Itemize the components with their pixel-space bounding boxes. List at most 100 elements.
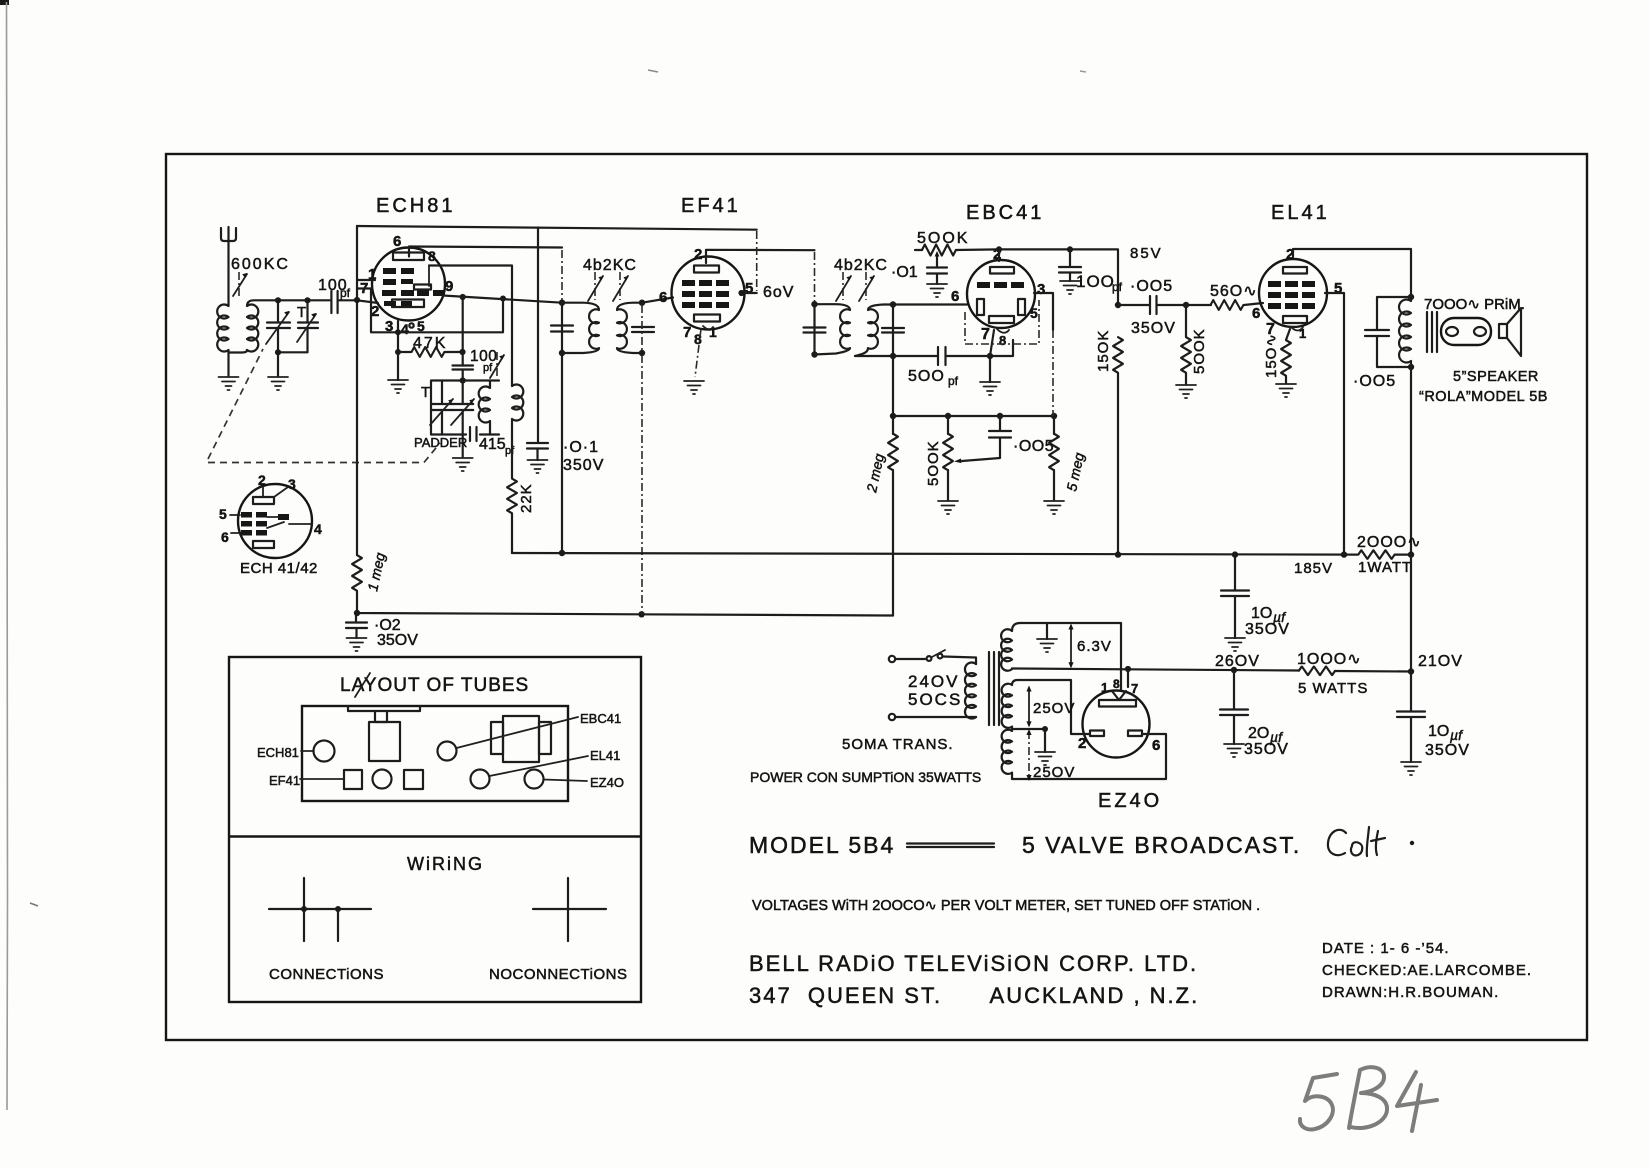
svg-text:ECH81: ECH81 <box>257 745 299 760</box>
svg-text:2: 2 <box>1078 735 1086 752</box>
svg-text:21OV: 21OV <box>1418 653 1463 670</box>
svg-text:6: 6 <box>393 233 401 250</box>
svg-text:185V: 185V <box>1294 560 1333 577</box>
svg-text:5: 5 <box>745 280 753 297</box>
svg-text:6: 6 <box>221 529 229 545</box>
svg-text:1O: 1O <box>1251 605 1272 622</box>
svg-text:5 VALVE BROADCAST.: 5 VALVE BROADCAST. <box>1022 832 1301 858</box>
svg-text:35OV: 35OV <box>1425 742 1470 759</box>
svg-text:1WATT: 1WATT <box>1358 559 1412 576</box>
svg-text:µf: µf <box>1273 609 1287 625</box>
svg-text:15OK: 15OK <box>1095 330 1112 372</box>
svg-text:pf: pf <box>1112 280 1123 294</box>
svg-text:4: 4 <box>314 521 322 537</box>
svg-text:5OOK: 5OOK <box>1191 328 1208 374</box>
svg-text:µf: µf <box>1270 729 1284 745</box>
svg-text:2: 2 <box>694 246 702 263</box>
svg-text:EZ4O: EZ4O <box>1098 790 1162 812</box>
svg-text:6: 6 <box>951 288 959 305</box>
svg-text:µf: µf <box>1450 727 1464 743</box>
svg-text:EF41: EF41 <box>269 773 300 788</box>
svg-text:MODEL 5B4: MODEL 5B4 <box>749 832 895 858</box>
svg-text:1OO: 1OO <box>1076 272 1115 291</box>
svg-text:35OV: 35OV <box>1131 320 1176 337</box>
svg-text:6: 6 <box>659 289 667 306</box>
svg-text:25OV: 25OV <box>1033 700 1075 717</box>
svg-text:24OV: 24OV <box>908 672 959 691</box>
svg-text:6.3V: 6.3V <box>1077 638 1112 655</box>
svg-text:100: 100 <box>318 277 348 294</box>
svg-text:2OOO∿: 2OOO∿ <box>1357 534 1422 551</box>
svg-text:EL41: EL41 <box>1271 202 1330 224</box>
svg-text:POWER CON SUMPTiON 35WATTS: POWER CON SUMPTiON 35WATTS <box>750 769 981 785</box>
svg-text:1: 1 <box>1101 680 1108 695</box>
svg-text:5OOK: 5OOK <box>917 230 969 247</box>
svg-text:2: 2 <box>993 246 1001 263</box>
svg-text:347 QUEEN ST. AUCKLAND ,: 347 QUEEN ST. AUCKLAND , N.Z. <box>749 983 1199 1008</box>
svg-text:35OV: 35OV <box>1244 741 1289 758</box>
svg-text:25OV: 25OV <box>1033 764 1075 781</box>
svg-text:15O∿: 15O∿ <box>1263 333 1280 378</box>
svg-text:5: 5 <box>1334 280 1342 297</box>
svg-text:ECH 41/42: ECH 41/42 <box>240 560 318 577</box>
svg-text:CONNECTiONS: CONNECTiONS <box>269 966 384 983</box>
svg-text:DATE : 1- 6 -’54.: DATE : 1- 6 -’54. <box>1322 940 1450 957</box>
svg-text:6oV: 6oV <box>763 284 794 301</box>
svg-text:26OV: 26OV <box>1215 653 1260 670</box>
svg-text:pf: pf <box>340 286 351 300</box>
svg-text:8: 8 <box>428 248 436 264</box>
svg-text:2: 2 <box>258 472 266 488</box>
svg-text:350V: 350V <box>563 457 604 474</box>
svg-text:1: 1 <box>1299 326 1306 341</box>
svg-text:PADDER: PADDER <box>414 435 467 450</box>
svg-text:4b2KC: 4b2KC <box>834 257 888 274</box>
svg-text:8: 8 <box>1113 677 1120 691</box>
svg-text:5OCS: 5OCS <box>908 690 962 709</box>
svg-text:1O: 1O <box>1428 723 1449 740</box>
svg-text:7: 7 <box>981 326 990 343</box>
svg-text:·OO5: ·OO5 <box>1013 438 1054 455</box>
svg-text:2: 2 <box>371 303 379 320</box>
svg-text:T: T <box>297 304 306 321</box>
svg-text:·OO5: ·OO5 <box>1353 373 1396 390</box>
svg-text:·O2: ·O2 <box>374 617 401 634</box>
svg-text:EL41: EL41 <box>590 748 620 763</box>
svg-text:7: 7 <box>1266 321 1275 338</box>
svg-text:5 WATTS: 5 WATTS <box>1298 680 1368 697</box>
svg-text:LAYOUT OF TUBES: LAYOUT OF TUBES <box>340 675 529 696</box>
svg-text:7: 7 <box>1131 681 1138 696</box>
svg-text:BELL RADiO TELEViSiON CORP. LT: BELL RADiO TELEViSiON CORP. LTD. <box>749 951 1198 976</box>
svg-text:CHECKED:AE.LARCOMBE.: CHECKED:AE.LARCOMBE. <box>1322 962 1532 979</box>
svg-text:5: 5 <box>1030 305 1038 321</box>
svg-text:6: 6 <box>1152 737 1160 754</box>
svg-text:EBC41: EBC41 <box>580 711 621 726</box>
svg-text:9: 9 <box>445 278 453 295</box>
svg-text:5: 5 <box>219 506 227 522</box>
svg-text:35OV: 35OV <box>1245 621 1290 638</box>
svg-text:ECH81: ECH81 <box>376 195 455 217</box>
svg-text:5: 5 <box>417 318 425 334</box>
svg-text:35OV: 35OV <box>377 632 418 649</box>
svg-text:7: 7 <box>683 324 691 341</box>
svg-text:5OMA TRANS.: 5OMA TRANS. <box>842 736 954 753</box>
svg-text:5”SPEAKER: 5”SPEAKER <box>1453 369 1539 385</box>
svg-text:56O∿: 56O∿ <box>1210 283 1258 300</box>
svg-text:1OOO∿: 1OOO∿ <box>1297 651 1362 668</box>
svg-text:3: 3 <box>385 318 393 335</box>
svg-text:EF41: EF41 <box>681 195 741 217</box>
svg-text:EZ4O: EZ4O <box>590 775 624 790</box>
svg-text:1: 1 <box>368 266 376 283</box>
svg-text:100: 100 <box>470 348 497 365</box>
svg-text:DRAWN:H.R.BOUMAN.: DRAWN:H.R.BOUMAN. <box>1322 984 1499 1001</box>
svg-text:·O·1: ·O·1 <box>563 439 599 456</box>
svg-text:7OOO∿ PRiM.: 7OOO∿ PRiM. <box>1424 296 1525 313</box>
svg-text:T: T <box>421 384 430 401</box>
svg-text:4b2KC: 4b2KC <box>583 257 637 274</box>
svg-text:·O1: ·O1 <box>891 264 918 281</box>
svg-text:VOLTAGES WiTH 2OOCO∿ PER VOLT: VOLTAGES WiTH 2OOCO∿ PER VOLT METER, SET… <box>752 898 1260 914</box>
svg-text:EBC41: EBC41 <box>966 202 1044 224</box>
svg-text:4: 4 <box>401 321 409 337</box>
svg-text:2: 2 <box>1286 246 1294 263</box>
svg-text:3: 3 <box>288 476 296 492</box>
svg-text:“ROLA”MODEL 5B: “ROLA”MODEL 5B <box>1419 389 1548 405</box>
